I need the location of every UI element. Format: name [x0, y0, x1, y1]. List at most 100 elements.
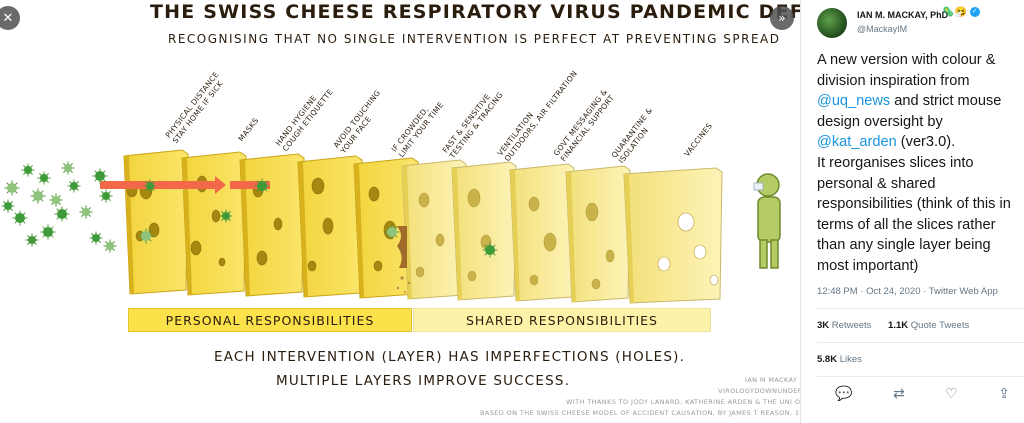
cheese-hole	[591, 278, 601, 290]
cheese-hole	[311, 177, 325, 195]
quote-tweets-stat[interactable]: 1.1K Quote Tweets	[888, 320, 969, 331]
share-icon[interactable]: ⇪	[998, 386, 1010, 402]
divider	[817, 308, 1024, 309]
cheese-hole	[307, 260, 317, 272]
credit-author: Ian M Mackay	[745, 376, 798, 384]
retweet-icon[interactable]: ⇄	[892, 386, 905, 402]
close-icon[interactable]: ✕	[0, 6, 20, 30]
mention-link-kat-arden[interactable]: @kat_arden	[817, 134, 897, 151]
cheese-hole	[657, 256, 671, 272]
caption-line-2: Multiple layers improve success.	[276, 373, 571, 389]
shared-responsibilities-band: Shared responsibilities	[413, 308, 711, 332]
cheese-slice-edge-4	[298, 162, 308, 297]
cheese-slice-2	[181, 151, 247, 296]
virus-particle	[79, 205, 93, 219]
tweet-text-part3: (ver3.0). It reorganises slices into per…	[817, 134, 1011, 274]
tweet-text-part1: A new version with colour & division ins…	[817, 52, 996, 89]
virus-particle	[1, 199, 15, 213]
cheese-slice-10	[623, 167, 723, 304]
divider	[817, 342, 1024, 343]
cheese-hole	[273, 217, 283, 231]
virus-particle	[138, 228, 154, 244]
cheese-slice-edge-3	[240, 160, 250, 296]
cheese-hole	[677, 212, 695, 232]
cheese-hole	[467, 270, 477, 282]
credit-thanks: with thanks to Jody Lanard, Katherine Ar…	[566, 398, 800, 406]
retweets-stat[interactable]: 3K Retweets	[817, 320, 871, 331]
cheese-hole	[467, 188, 481, 208]
cheese-hole	[322, 217, 334, 235]
likes-stat-row: 5.8K Likes	[817, 354, 876, 365]
cheese-slice-8	[509, 163, 575, 302]
virus-particle	[89, 231, 103, 245]
cheese-hole	[543, 232, 557, 252]
cheese-slice-3	[239, 153, 305, 297]
tweet-text: A new version with colour & division ins…	[817, 50, 1022, 277]
mouse-bite	[397, 226, 407, 268]
mouse-figure	[753, 173, 781, 269]
virus-particle	[25, 233, 39, 247]
swiss-cheese-infographic	[1, 149, 781, 304]
virus-particle	[54, 206, 70, 222]
cheese-hole	[585, 202, 599, 222]
cheese-hole	[211, 209, 221, 223]
tweet-actions: 💬 ⇄ ♡ ⇪	[835, 386, 1010, 402]
virus-arrow-1	[100, 181, 215, 189]
virus-particle	[143, 179, 157, 193]
virus-particle	[30, 188, 46, 204]
cheese-hole	[528, 196, 540, 212]
cheese-slice-edge-10	[624, 174, 634, 303]
cheese-slice-edge-9	[566, 172, 576, 302]
virus-particle	[103, 239, 117, 253]
quotes-count: 1.1K	[888, 320, 909, 331]
quotes-label: Quote Tweets	[910, 320, 970, 331]
virus-particle	[37, 171, 51, 185]
virus-particle	[254, 178, 270, 194]
tweet-text-part2: and strict mouse design oversight by	[817, 93, 1002, 130]
tweet-timestamp[interactable]: 12:48 PM · Oct 24, 2020 · Twitter Web Ap…	[817, 286, 998, 297]
virus-particle	[61, 161, 75, 175]
cheese-slice-edge-2	[182, 158, 192, 295]
cheese-hole	[256, 250, 268, 266]
tweet-panel: IAN M. MACKAY, PhD 🦠🤧 ✓ @MackayIM A new …	[800, 0, 1024, 423]
cheese-hole	[709, 274, 719, 286]
virus-arrow-2	[230, 181, 270, 189]
likes-stat[interactable]: 5.8K Likes	[817, 354, 862, 365]
virus-particle	[4, 180, 20, 196]
verified-badge-icon: ✓	[969, 7, 980, 18]
avatar[interactable]	[817, 8, 847, 38]
retweets-label: Retweets	[831, 320, 872, 331]
virus-particle	[67, 179, 81, 193]
next-image-icon[interactable]: »	[770, 6, 794, 30]
virus-particle	[219, 209, 233, 223]
likes-label: Likes	[839, 354, 862, 365]
reply-icon[interactable]: 💬	[835, 386, 853, 402]
virus-particle	[99, 189, 113, 203]
cheese-hole	[368, 186, 380, 202]
cheese-hole	[190, 240, 202, 256]
virus-particle	[49, 193, 63, 207]
cheese-hole	[418, 192, 430, 208]
likes-count: 5.8K	[817, 354, 838, 365]
cheese-hole	[529, 274, 539, 286]
virus-particle	[40, 224, 56, 240]
infographic-subtitle: Recognising that no single intervention …	[168, 32, 781, 46]
cheese-hole	[415, 266, 425, 278]
infographic-title: The Swiss Cheese Respiratory Virus Pande…	[150, 1, 800, 23]
virus-arrow-1-head	[215, 176, 226, 194]
tweet-stats-row: 3K Retweets 1.1K Quote Tweets	[817, 320, 983, 331]
cheese-hole	[148, 222, 160, 238]
virus-particle	[384, 224, 400, 240]
cheese-hole	[373, 260, 383, 272]
author-handle[interactable]: @MackayIM	[857, 24, 908, 34]
cheese-hole	[218, 257, 226, 267]
like-icon[interactable]: ♡	[945, 386, 958, 402]
author-badges: 🦠🤧 ✓	[942, 7, 980, 18]
cheese-slice-edge-7	[452, 168, 462, 300]
image-viewer: The Swiss Cheese Respiratory Virus Pande…	[0, 1, 800, 417]
virus-particle	[12, 210, 28, 226]
virus-particle	[92, 168, 108, 184]
cheese-hole	[693, 244, 707, 260]
mention-link-uq-news[interactable]: @uq_news	[817, 93, 891, 110]
author-name[interactable]: IAN M. MACKAY, PhD	[857, 10, 949, 20]
